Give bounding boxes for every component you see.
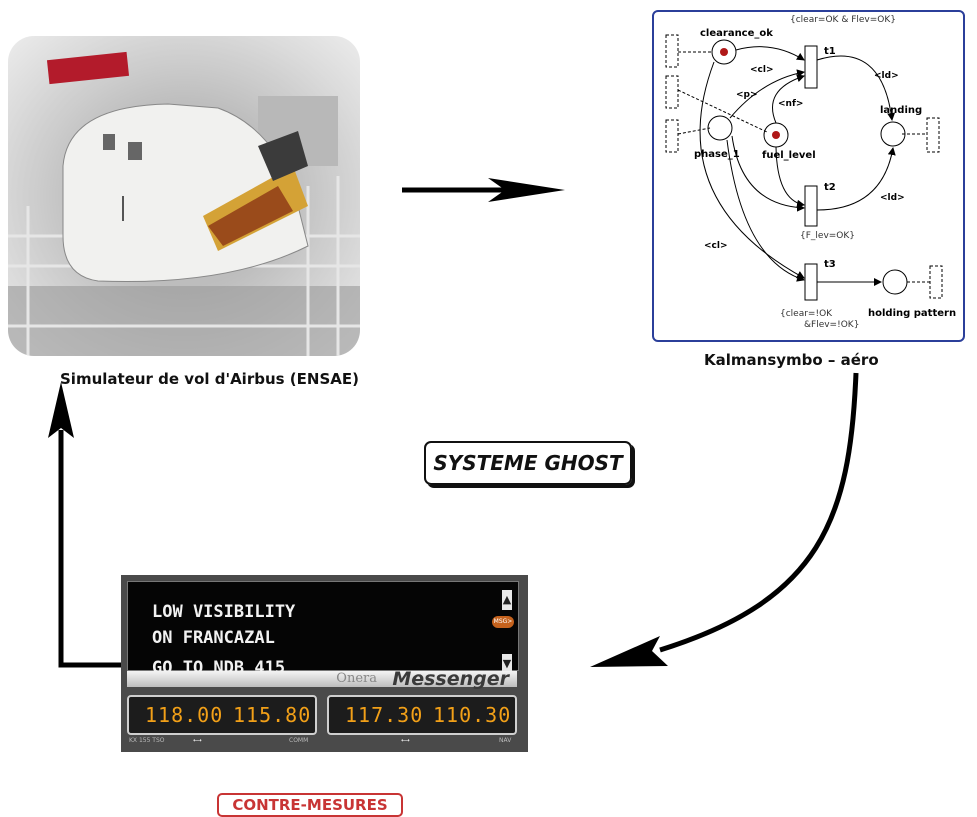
radio-model-label: KX 155 TSO xyxy=(129,737,165,744)
petri-net-caption: Kalmansymbo – aéro xyxy=(704,351,879,369)
message-line-1: LOW VISIBILITY xyxy=(152,602,296,622)
arc-label-p: <p> xyxy=(736,90,758,100)
arrow-to-simulator xyxy=(58,430,122,668)
nav-radio-display: 117.30 110.30 xyxy=(327,695,517,735)
label-landing: landing xyxy=(880,105,922,116)
label-t2: t2 xyxy=(824,182,836,193)
token-fuel-level xyxy=(772,131,780,139)
simulator-caption: Simulateur de vol d'Airbus (ENSAE) xyxy=(60,370,359,388)
guard-t3-line1: {clear=!OK xyxy=(780,309,833,319)
petri-net-frame xyxy=(652,10,965,342)
comm-radio-display: 118.00 115.80 xyxy=(127,695,317,735)
comm-swap-icon[interactable]: ⟷ xyxy=(193,737,202,744)
countermeasures-label: CONTRE-MESURES xyxy=(217,793,403,817)
label-fuel-level: fuel_level xyxy=(762,150,816,161)
transition-t3 xyxy=(804,263,818,301)
arrow-head-left xyxy=(590,636,668,667)
arc-label-cl-top: <cl> xyxy=(750,65,774,75)
nav-standby-frequency: 110.30 xyxy=(433,703,512,727)
arc-label-cl-bottom: <cl> xyxy=(704,241,728,251)
place-landing xyxy=(880,121,906,147)
comm-label: COMM xyxy=(289,737,309,744)
arrow-head-up xyxy=(48,382,74,438)
arc-label-ld-mid: <ld> xyxy=(880,193,905,203)
label-clearance-ok: clearance_ok xyxy=(700,28,773,39)
place-holding-pattern xyxy=(882,269,908,295)
arrow-to-messenger xyxy=(659,372,859,653)
messenger-screen: LOW VISIBILITY ON FRANCAZAL GO TO NDB 41… xyxy=(127,581,519,678)
petri-net-diagram: clearance_ok phase_1 fuel_level landing … xyxy=(665,15,956,330)
label-holding-pattern: holding pattern xyxy=(868,308,956,319)
comm-active-frequency: 118.00 xyxy=(145,703,224,727)
nav-swap-icon[interactable]: ⟷ xyxy=(401,737,410,744)
label-t1: t1 xyxy=(824,46,836,57)
brand-messenger: Messenger xyxy=(392,668,509,690)
ghost-system-label: SYSTEME GHOST xyxy=(424,441,632,485)
scroll-up-button[interactable]: ▲ xyxy=(502,590,512,610)
arc-label-nf: <nf> xyxy=(778,99,803,109)
message-line-2: ON FRANCAZAL xyxy=(152,628,275,648)
simulator-photo xyxy=(8,36,360,356)
comm-standby-frequency: 115.80 xyxy=(233,703,312,727)
transition-t1 xyxy=(804,45,818,89)
guard-t1: {clear=OK & Flev=OK} xyxy=(790,15,896,25)
token-clearance-ok xyxy=(720,48,728,56)
place-clearance-ok xyxy=(711,39,737,65)
transition-t2 xyxy=(804,185,818,227)
guard-t2: {F_lev=OK} xyxy=(800,231,855,241)
arrow-head-right xyxy=(488,178,565,202)
messenger-tag-button[interactable]: MSG> xyxy=(492,616,514,628)
nav-label: NAV xyxy=(499,737,512,744)
place-phase-1 xyxy=(707,115,733,141)
messenger-panel: LOW VISIBILITY ON FRANCAZAL GO TO NDB 41… xyxy=(121,575,528,752)
guard-t3-line2: &Flev=!OK} xyxy=(804,320,859,330)
scroll-down-button[interactable]: ▼ xyxy=(502,654,512,674)
label-t3: t3 xyxy=(824,259,836,270)
arc-label-ld-top: <ld> xyxy=(874,71,899,81)
nav-active-frequency: 117.30 xyxy=(345,703,424,727)
messenger-brand-bar: Onera Messenger xyxy=(127,668,517,690)
brand-onera: Onera xyxy=(336,671,377,686)
label-phase-1: phase_1 xyxy=(694,149,740,160)
